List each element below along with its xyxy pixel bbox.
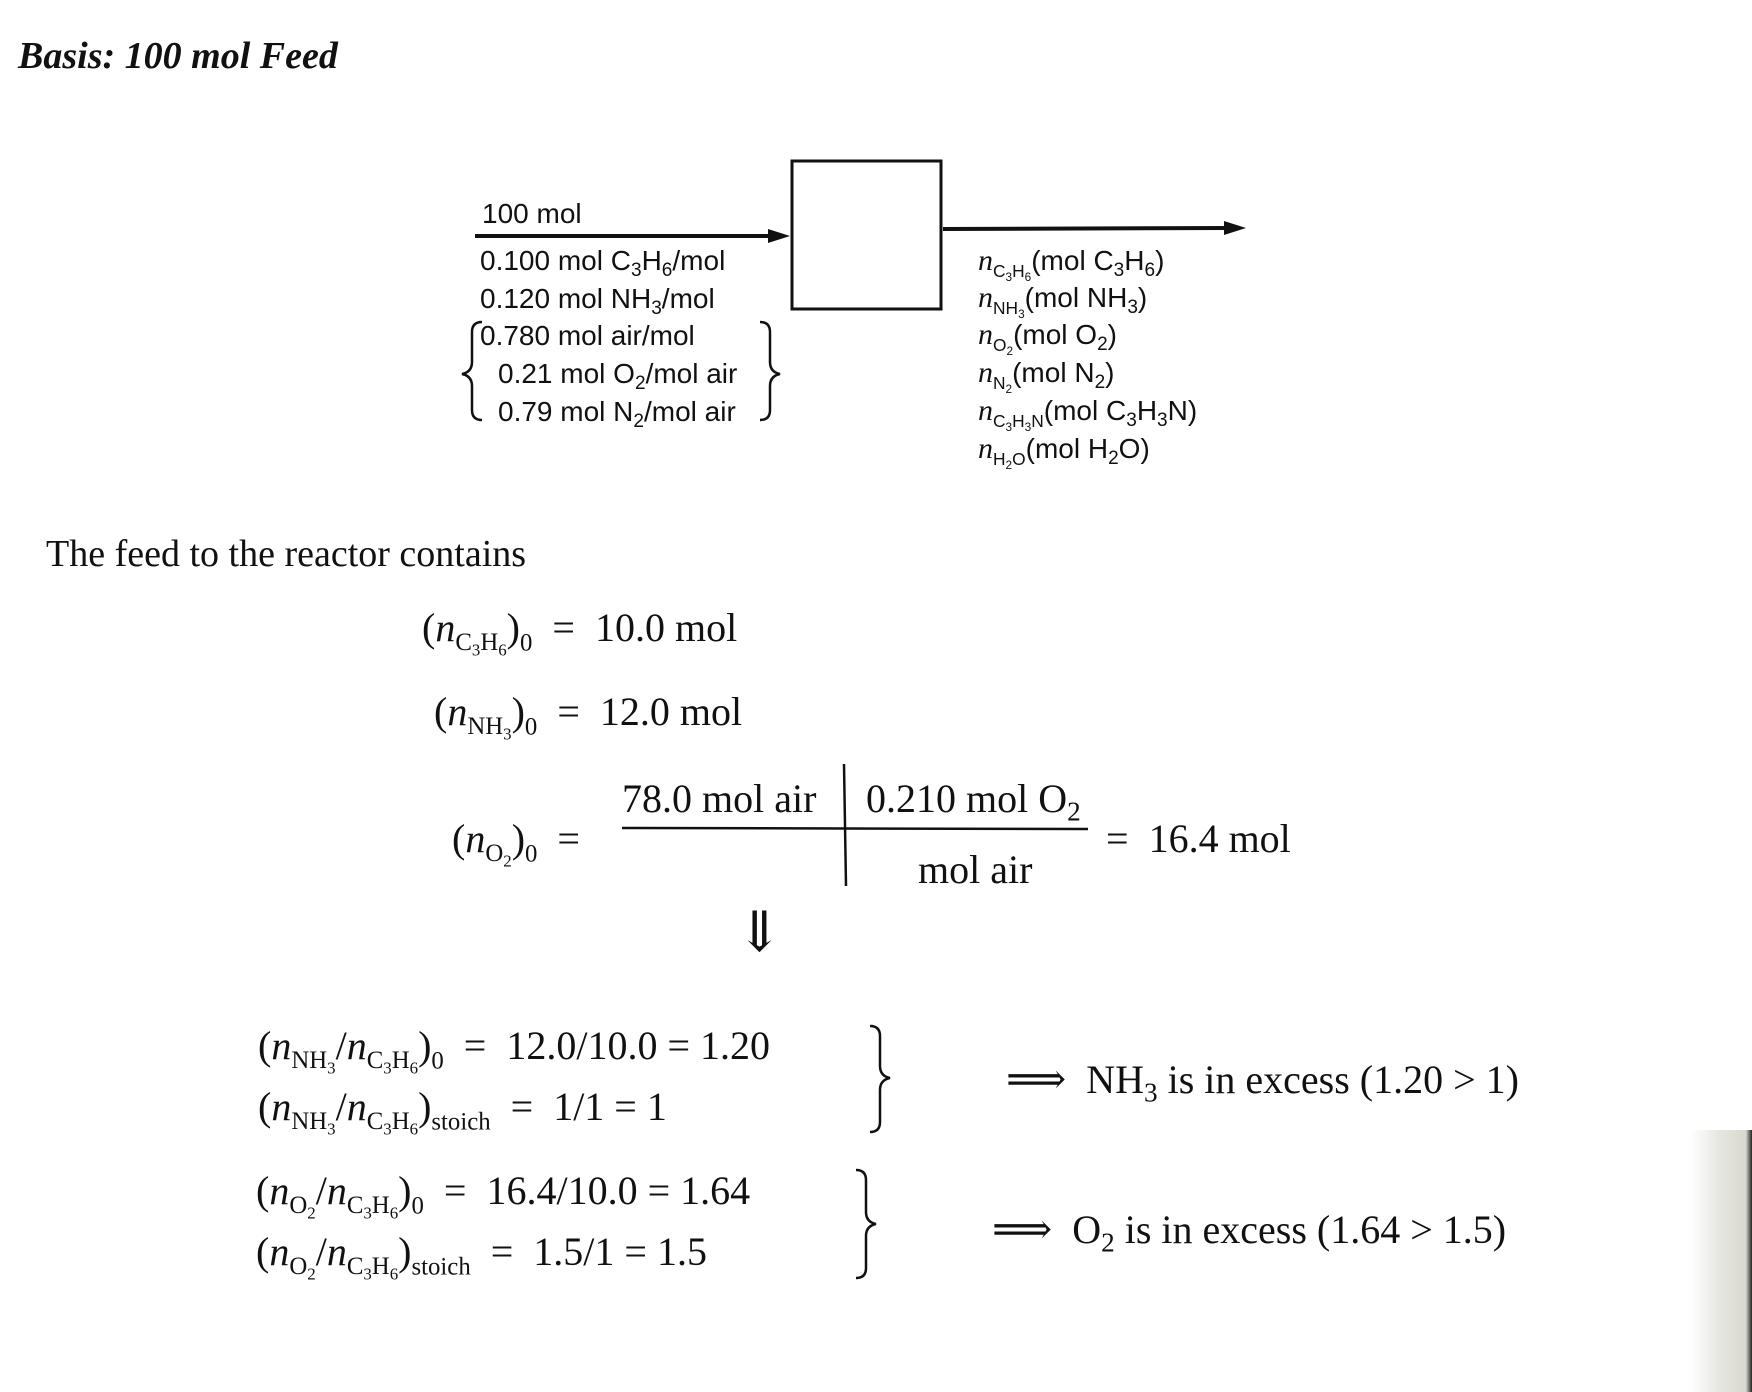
fraction-numerator-o2: 0.210 mol O2 <box>866 776 1081 827</box>
input-component-c3h6: 0.100 mol C3H6/mol <box>480 245 726 282</box>
fraction-bar <box>621 826 1089 831</box>
output-label-h2o: nH2O(mol H2O) <box>978 432 1150 472</box>
output-label-nh3: nNH3(mol NH3) <box>978 281 1148 321</box>
down-double-arrow-icon: ⇓ <box>736 902 783 964</box>
input-component-air: 0.780 mol air/mol <box>480 320 695 351</box>
dimensional-divider <box>842 763 848 887</box>
feed-intro-text: The feed to the reactor contains <box>46 533 527 575</box>
implies-arrow-icon: ⟹ <box>1006 1057 1067 1103</box>
equation-c3h6-feed: (nC3H6)0 = 10.0 mol <box>422 605 738 660</box>
input-component-n2: 0.79 mol N2/mol air <box>498 396 736 433</box>
conclusion-o2-excess: ⟹ O2 is in excess (1.64 > 1.5) <box>992 1207 1507 1258</box>
input-arrowhead <box>768 229 790 243</box>
conclusion-nh3-excess: ⟹ NH3 is in excess (1.20 > 1) <box>1006 1057 1519 1108</box>
ratio-nh3-c3h6-feed: (nNH3/nC3H6)0 = 12.0/10.0 = 1.20 <box>258 1023 771 1078</box>
ratio-o2-c3h6-feed: (nO2/nC3H6)0 = 16.4/10.0 = 1.64 <box>256 1168 751 1223</box>
ratio2-brace <box>855 1168 877 1280</box>
ratio-o2-c3h6-stoich: (nO2/nC3H6)stoich = 1.5/1 = 1.5 <box>256 1229 707 1284</box>
equation-o2-lhs: (nO2)0 = <box>452 816 580 871</box>
output-label-o2: nO2(mol O2) <box>978 318 1117 358</box>
implies-arrow-icon: ⟹ <box>992 1207 1053 1253</box>
output-stream-arrow <box>942 226 1231 231</box>
scan-page-edge <box>1690 1130 1752 1392</box>
output-label-c3h3n: nC3H3N(mol C3H3N) <box>978 394 1198 434</box>
o2-feed-value: 16.4 mol <box>1148 816 1291 861</box>
output-label-c3h6: nC3H6(mol C3H6) <box>978 244 1165 284</box>
output-arrowhead <box>1224 221 1246 235</box>
input-total: 100 mol <box>482 198 582 229</box>
air-brace-right <box>759 320 781 422</box>
input-component-o2: 0.21 mol O2/mol air <box>498 358 738 395</box>
air-brace-left <box>461 320 483 422</box>
c3h6-feed-value: 10.0 mol <box>594 605 738 650</box>
equation-nh3-feed: (nNH3)0 = 12.0 mol <box>434 689 743 744</box>
nh3-feed-value: 12.0 mol <box>599 689 743 734</box>
ratio-nh3-c3h6-stoich: (nNH3/nC3H6)stoich = 1/1 = 1 <box>258 1084 667 1139</box>
reactor-box <box>790 159 943 311</box>
input-component-nh3: 0.120 mol NH3/mol <box>480 283 715 320</box>
equation-o2-result: = 16.4 mol <box>1106 816 1291 861</box>
ratio1-brace <box>869 1024 891 1134</box>
basis-title: Basis: 100 mol Feed <box>18 35 338 77</box>
output-label-n2: nN2(mol N2) <box>978 356 1115 396</box>
fraction-denominator: mol air <box>918 847 1033 892</box>
fraction-numerator-air: 78.0 mol air <box>622 776 817 821</box>
